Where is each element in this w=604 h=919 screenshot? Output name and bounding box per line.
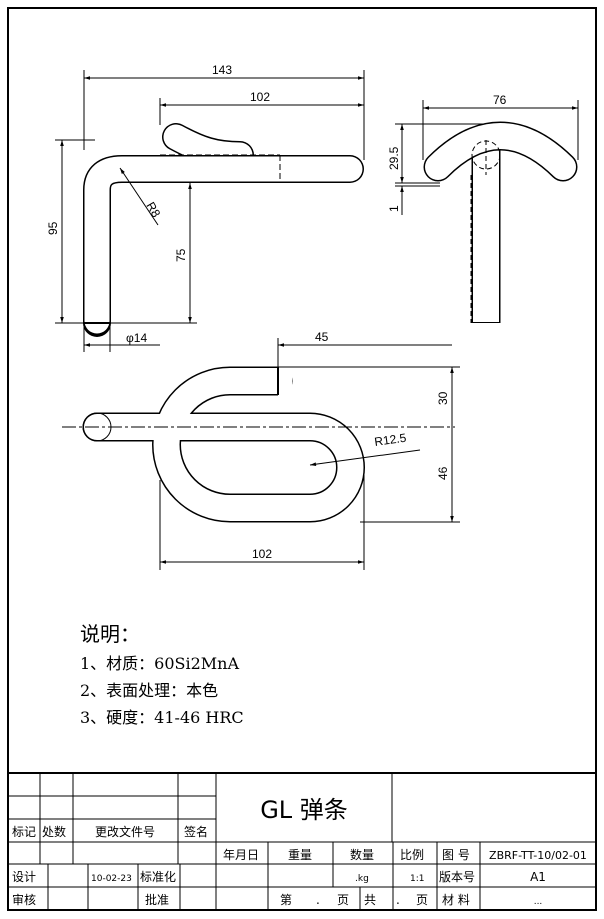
page-label-end: 页 (337, 893, 349, 907)
header-change-doc: 更改文件号 (95, 824, 155, 839)
drawing-title: GL 弹条 (260, 796, 348, 824)
top-view: 45 30 46 R12.5 102 (62, 330, 460, 570)
dim-102-top: 102 (252, 547, 272, 561)
header-quantity: 数量 (350, 847, 374, 862)
header-date: 年月日 (223, 848, 259, 862)
header-signature: 签名 (184, 824, 208, 839)
standardization-label: 标准化 (140, 870, 176, 884)
page-sep: . (316, 893, 320, 907)
dim-diameter: φ14 (126, 331, 147, 345)
design-date: 10-02-23 (91, 874, 132, 884)
header-count: 处数 (42, 824, 66, 839)
dim-75: 75 (174, 248, 188, 262)
header-scale: 比例 (400, 848, 424, 862)
version-value: A1 (530, 870, 546, 884)
dim-30: 30 (436, 391, 450, 405)
dim-r8: R8 (143, 200, 163, 221)
title-block (8, 772, 596, 910)
total-label: 共 (364, 893, 376, 907)
version-label: 版本号 (439, 870, 475, 884)
side-view: 76 29.5 1 (387, 93, 579, 323)
design-label: 设计 (12, 870, 36, 884)
review-label: 审核 (12, 892, 36, 907)
page-label: 第 (280, 893, 292, 907)
dim-102: 102 (250, 90, 270, 104)
dim-45: 45 (315, 330, 329, 344)
notes: 说明： 1、材质：60Si2MnA 2、表面处理：本色 3、硬度：41-46 H… (80, 622, 244, 727)
drawing-no: ZBRF-TT-10/02-01 (489, 849, 587, 862)
note-item: 1、材质：60Si2MnA (80, 654, 239, 673)
notes-heading: 说明： (80, 622, 140, 646)
material-label: 材 料 (442, 893, 470, 907)
header-mark: 标记 (12, 825, 36, 839)
dim-95: 95 (46, 221, 60, 235)
dim-29-5: 29.5 (387, 146, 401, 170)
dim-143: 143 (212, 63, 232, 77)
weight-unit: .kg (355, 874, 369, 884)
total-sep: . (396, 893, 400, 907)
header-weight: 重量 (288, 848, 312, 862)
front-view: 143 102 95 75 φ14 R8 (46, 63, 365, 352)
dim-76: 76 (493, 93, 507, 107)
dim-46: 46 (436, 466, 450, 480)
drawing-frame (7, 7, 597, 911)
total-label-end: 页 (416, 893, 428, 907)
material-value: ... (534, 897, 543, 907)
drawing-no-label: 图 号 (442, 848, 470, 862)
dim-r12-5: R12.5 (373, 431, 407, 449)
approve-label: 批准 (145, 892, 169, 907)
dim-1: 1 (387, 205, 401, 212)
scale-value: 1:1 (410, 874, 424, 884)
hook-part (162, 123, 254, 169)
note-item: 3、硬度：41-46 HRC (80, 708, 244, 727)
note-item: 2、表面处理：本色 (80, 681, 218, 700)
